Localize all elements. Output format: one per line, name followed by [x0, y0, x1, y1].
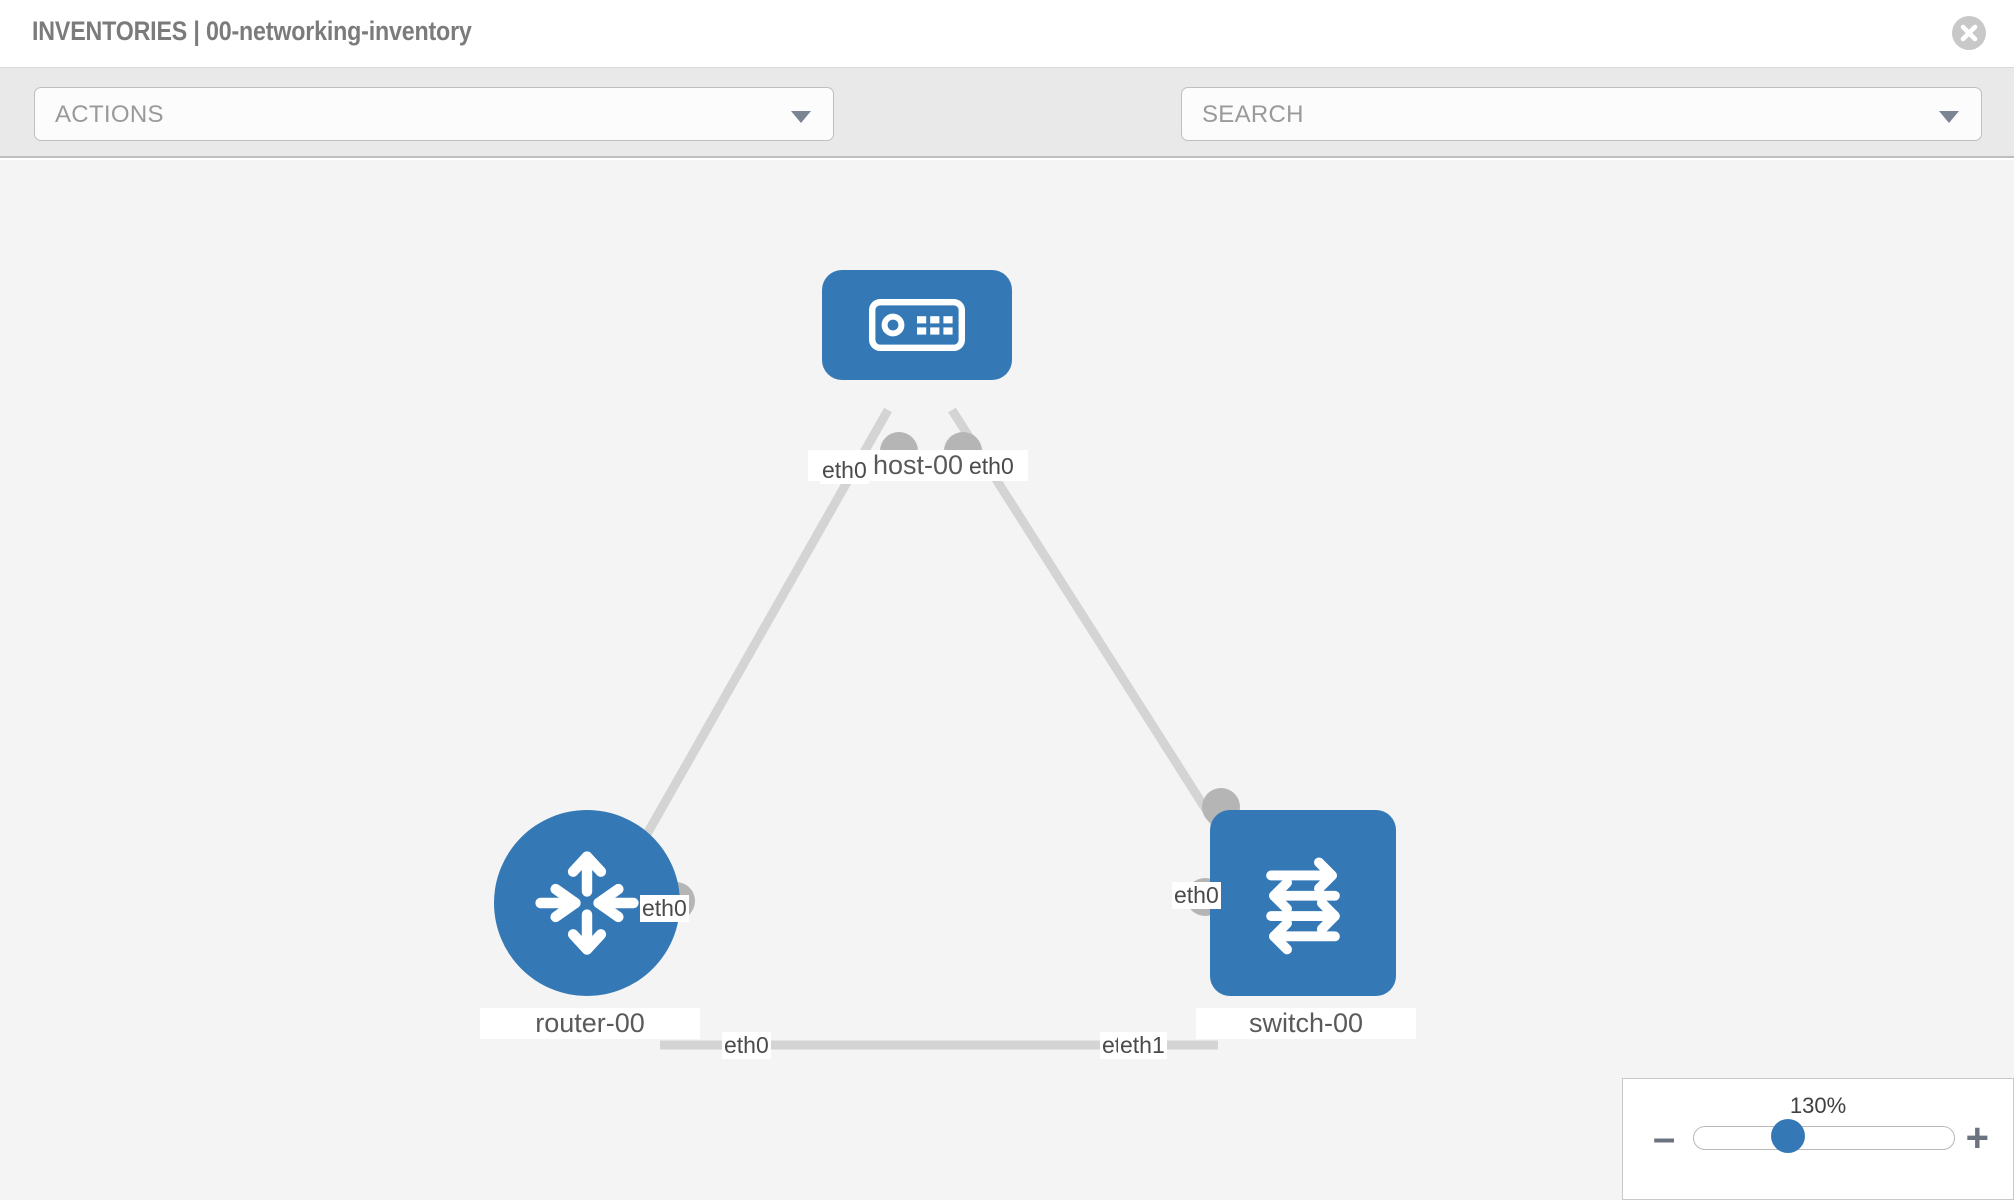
- actions-dropdown[interactable]: ACTIONS: [34, 87, 834, 141]
- zoom-level-value: 130%: [1789, 1093, 1847, 1118]
- node-host-00-shape[interactable]: [822, 270, 1012, 380]
- page-header: INVENTORIES | 00-networking-inventory: [0, 0, 2014, 68]
- if-label-router00-eth0-horiz: eth0: [722, 1032, 771, 1059]
- if-label-host00-eth0-right: eth0: [967, 453, 1016, 480]
- node-router-00-shape[interactable]: [494, 810, 680, 996]
- if-label-switch00-eth1-horiz: eth1: [1118, 1032, 1167, 1059]
- chevron-down-icon[interactable]: [1939, 111, 1959, 123]
- zoom-control-panel: 130% – +: [1622, 1078, 2014, 1200]
- if-label-host00-eth0-left: eth0: [820, 457, 869, 484]
- toolbar: ACTIONS SEARCH: [0, 68, 2014, 203]
- topology-canvas[interactable]: host-00 eth0 eth0 router-00: [0, 160, 2014, 1200]
- search-placeholder: SEARCH: [1202, 101, 1304, 128]
- if-label-router00-eth0-diag: eth0: [640, 895, 689, 922]
- node-switch-00-label: switch-00: [1196, 1008, 1416, 1039]
- page-title: INVENTORIES | 00-networking-inventory: [32, 16, 472, 46]
- zoom-out-button[interactable]: –: [1653, 1116, 1676, 1160]
- actions-dropdown-label: ACTIONS: [55, 101, 164, 128]
- close-button[interactable]: [1952, 16, 1986, 50]
- zoom-in-button[interactable]: +: [1965, 1116, 1989, 1160]
- router-arrows-icon: [535, 851, 639, 955]
- chevron-down-icon: [791, 111, 811, 123]
- node-switch-00-shape[interactable]: [1210, 810, 1396, 996]
- node-router-00-label: router-00: [480, 1008, 700, 1039]
- node-host-00[interactable]: host-00: [808, 270, 1028, 500]
- zoom-slider-thumb[interactable]: [1771, 1119, 1805, 1153]
- search-input[interactable]: SEARCH: [1181, 87, 1982, 141]
- link-host00-switch00[interactable]: [948, 407, 1242, 863]
- if-label-switch00-eth0-diag: eth0: [1172, 882, 1221, 909]
- switch-arrows-icon: [1266, 857, 1340, 955]
- link-host00-router00[interactable]: [618, 407, 892, 881]
- zoom-slider-track[interactable]: [1693, 1126, 1955, 1150]
- node-router-00[interactable]: router-00: [480, 810, 700, 1060]
- server-appliance-icon: [869, 299, 965, 351]
- close-icon: [1960, 24, 1978, 42]
- node-switch-00[interactable]: switch-00: [1186, 788, 1416, 1060]
